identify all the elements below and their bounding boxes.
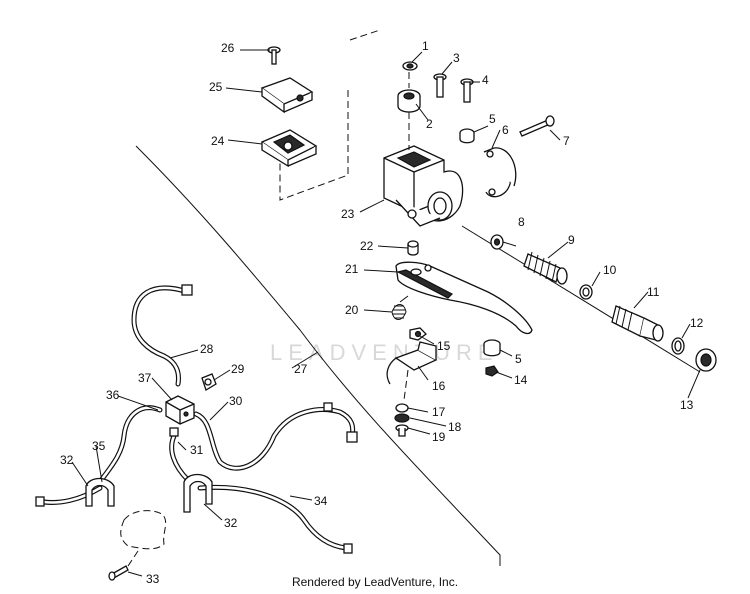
part-18-washer [394,413,410,423]
part-8-washer [490,234,504,250]
callout-36: 36 [106,388,120,402]
callout-19: 19 [432,430,446,444]
part-29-fitting [201,373,217,391]
callout-37: 37 [138,371,152,385]
callout-23: 23 [341,207,355,221]
reservoir-dash-line [349,29,381,41]
callout-21: 21 [345,262,359,276]
axis-line-lower [403,369,409,401]
callout-27: 27 [294,362,308,376]
callout-22: 22 [360,239,374,253]
part-25-cover [260,77,314,114]
part-7-screw [519,115,555,137]
callout-1: 1 [422,39,429,53]
callout-14: 14 [514,373,528,387]
callout-30: 30 [229,394,243,408]
callout-33: 33 [146,572,160,586]
part-28-hose [131,284,193,387]
part-5-bushing-lower [483,339,501,357]
part-12-oring [671,337,685,355]
section-divider [135,145,501,566]
callout-25: 25 [209,80,223,94]
frame-outline [120,510,167,550]
part-14-nut [485,365,499,377]
callout-6: 6 [502,123,509,137]
callout-35: 35 [92,439,106,453]
callout-32-right: 32 [224,516,238,530]
part-16-bracket [386,341,438,385]
part-5-bushing-upper [459,128,475,144]
part-31-hose [169,427,191,483]
callout-32-left: 32 [60,453,74,467]
part-6-clamp [483,147,517,198]
callout-16: 16 [432,379,446,393]
footer-credit: Rendered by LeadVenture, Inc. [291,575,459,589]
leader-lines [71,49,701,577]
callout-29: 29 [231,362,245,376]
part-32-clip-left [85,477,115,507]
part-33-screw [108,565,129,581]
callout-12: 12 [690,316,704,330]
callout-7: 7 [563,134,570,148]
part-10-ring [579,284,593,300]
reservoir-dash-line-2 [279,90,349,201]
callout-5: 5 [489,112,496,126]
callout-20: 20 [345,303,359,317]
callout-11: 11 [647,285,660,299]
callout-10: 10 [603,263,617,277]
part-21-lever [395,261,533,335]
part-36-hose [97,405,163,485]
callout-2: 2 [426,117,433,131]
part-34-hose [197,484,353,554]
part-11-piston [611,305,664,342]
callout-28: 28 [200,342,214,356]
part-30-hose [193,402,358,471]
screw-axis [127,547,141,567]
piston-axis [461,225,701,373]
callout-18: 18 [448,420,462,434]
part-1-washer [402,61,418,71]
part-13-boot [695,348,717,372]
part-3-bolt [433,73,447,98]
callout-17: 17 [432,405,446,419]
callout-26: 26 [221,41,235,55]
callout-15: 15 [437,339,451,353]
part-20-spring [391,295,409,320]
part-32-clip-right [183,473,213,513]
callout-13: 13 [680,398,694,412]
part-35-hose [35,485,103,507]
callout-31: 31 [190,443,204,457]
callout-4: 4 [482,73,489,87]
part-17-washer [395,403,409,413]
part-37-tee-block [165,395,195,425]
callout-8: 8 [518,215,525,229]
part-24-diaphragm [260,129,318,168]
callout-3: 3 [453,51,460,65]
callout-5-lower: 5 [515,352,522,366]
callout-24: 24 [211,134,225,148]
part-9-spring [523,251,568,285]
part-22-bushing [407,240,419,256]
part-2-cap [397,89,421,113]
part-23-master-cylinder [383,145,464,227]
callout-9: 9 [568,233,575,247]
watermark: LEADVENTURE [270,340,499,365]
part-19-bolt [395,424,409,437]
callout-34: 34 [314,494,328,508]
